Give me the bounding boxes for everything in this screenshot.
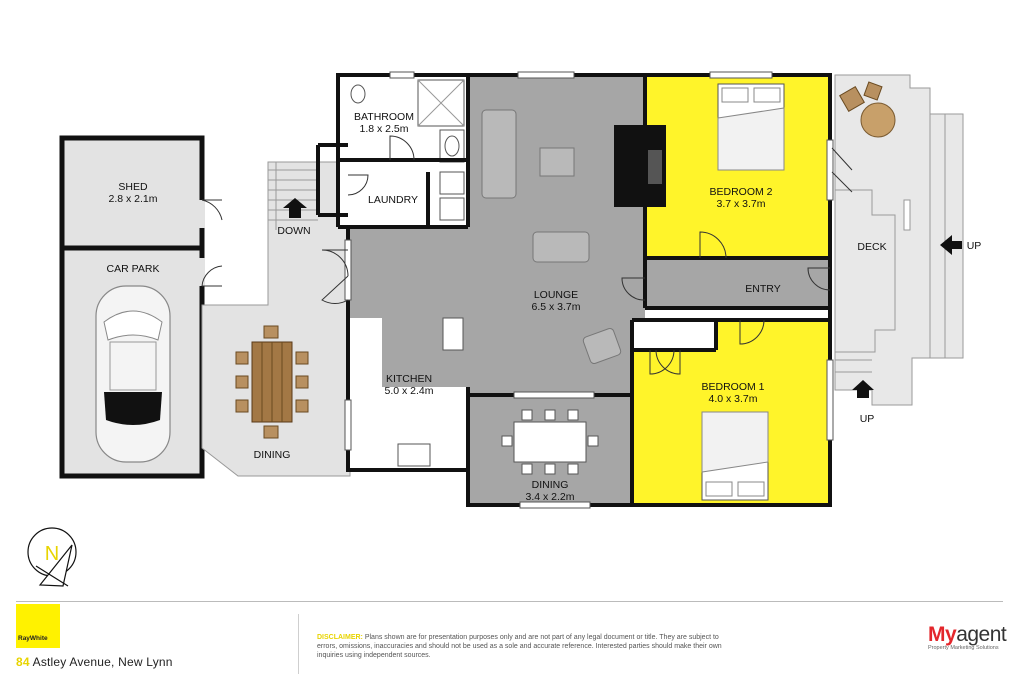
dryer-icon xyxy=(439,197,465,221)
up-label-bottom: UP xyxy=(860,413,875,425)
deck-area xyxy=(834,74,964,406)
lounge-size: 6.5 x 3.7m xyxy=(531,301,580,313)
washer-icon xyxy=(439,171,465,195)
disclaimer-text: Plans shown are for presentation purpose… xyxy=(317,634,722,659)
outdoor-dining-name: DINING xyxy=(254,449,291,461)
brand-name: RayWhite xyxy=(18,635,48,642)
bathroom-size: 1.8 x 2.5m xyxy=(359,123,408,135)
sofa-icon xyxy=(481,109,517,199)
furniture xyxy=(350,79,785,501)
sofa-2-icon xyxy=(532,231,590,263)
fridge-icon xyxy=(442,317,464,351)
arrow-up-icon xyxy=(852,380,874,398)
down-label: DOWN xyxy=(277,225,310,237)
car-icon xyxy=(95,285,171,463)
laundry-name: LAUNDRY xyxy=(368,194,418,206)
stairs-down xyxy=(268,162,318,230)
arrow-left-icon xyxy=(940,235,962,255)
dining-size: 3.4 x 2.2m xyxy=(525,491,574,503)
outdoor-left xyxy=(59,135,351,479)
agent-tagline: Property Marketing Solutions xyxy=(928,645,999,651)
property-address: 84 Astley Avenue, New Lynn xyxy=(16,655,173,669)
coffee-table-icon xyxy=(539,147,575,177)
disclaimer: DISCLAIMER: Plans shown are for presenta… xyxy=(317,633,737,660)
shed-name: SHED xyxy=(118,181,148,193)
footer-divider xyxy=(16,601,1003,602)
disclaimer-heading: DISCLAIMER: xyxy=(317,634,363,641)
up-label-right: UP xyxy=(967,240,982,252)
compass-icon: N xyxy=(27,527,77,587)
kitchen-size: 5.0 x 2.4m xyxy=(384,385,433,397)
dining-table-icon xyxy=(513,421,587,463)
disclaimer-divider xyxy=(298,614,299,674)
car-park-name: CAR PARK xyxy=(107,263,160,275)
address-number: 84 xyxy=(16,655,30,669)
bedroom2-name: BEDROOM 2 xyxy=(709,186,772,198)
entry-name: ENTRY xyxy=(745,283,780,295)
bathroom-name: BATHROOM xyxy=(354,111,414,123)
bedroom1-size: 4.0 x 3.7m xyxy=(708,393,757,405)
walls xyxy=(316,73,832,507)
deck-name: DECK xyxy=(857,241,886,253)
agent-logo-prefix: My xyxy=(928,623,957,646)
sink-icon xyxy=(397,443,431,467)
bedroom1-name: BEDROOM 1 xyxy=(701,381,764,393)
outdoor-table-icon xyxy=(839,81,896,138)
kitchen-name: KITCHEN xyxy=(386,373,432,385)
armchair-icon xyxy=(582,327,622,365)
shed-size: 2.8 x 2.1m xyxy=(108,193,157,205)
agent-logo: Myagent Property Marketing Solutions xyxy=(928,623,1007,651)
arrow-down-icon xyxy=(283,198,307,218)
bedroom2-size: 3.7 x 3.7m xyxy=(716,198,765,210)
dining-name: DINING xyxy=(532,479,569,491)
doors xyxy=(321,135,853,375)
lounge-name: LOUNGE xyxy=(534,289,578,301)
toilet-icon xyxy=(350,84,366,104)
agent-logo-rest: agent xyxy=(956,623,1007,646)
compass-letter: N xyxy=(45,543,59,565)
outdoor-dining-table-icon xyxy=(235,325,309,439)
brand-logo xyxy=(16,604,60,648)
windows xyxy=(344,71,834,509)
address-street: Astley Avenue, New Lynn xyxy=(29,655,173,669)
